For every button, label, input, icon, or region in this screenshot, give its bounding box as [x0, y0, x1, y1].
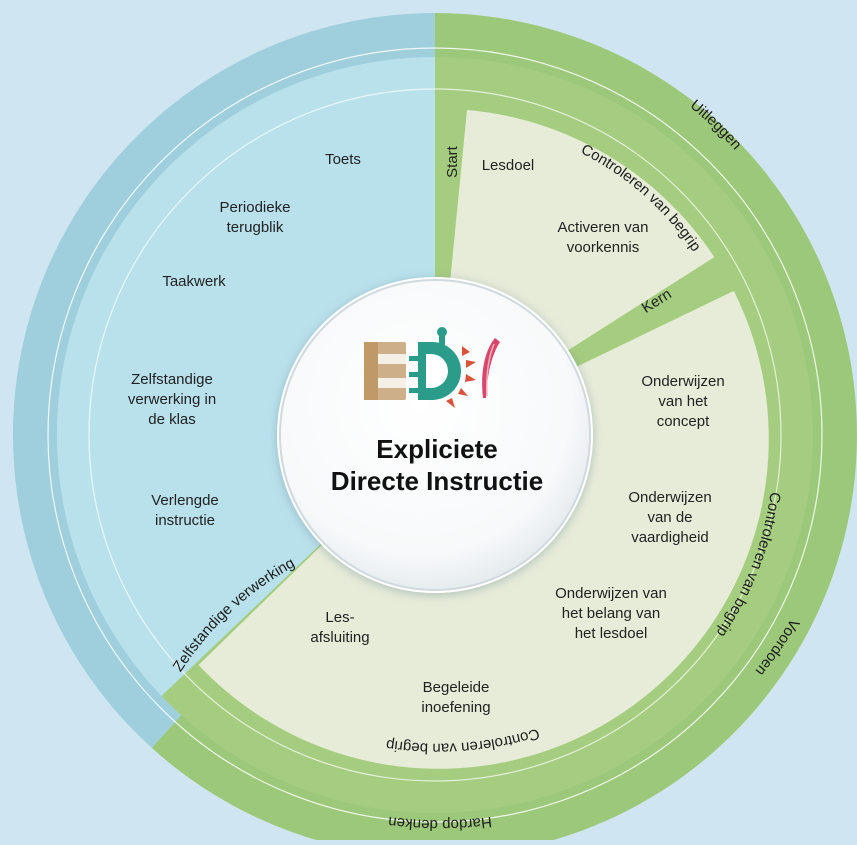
label-concept-1: Onderwijzen: [641, 373, 724, 390]
logo-letter-e: [364, 342, 406, 400]
label-activeren-2: voorkennis: [567, 239, 640, 256]
label-periodieke-1: Periodieke: [220, 199, 291, 216]
separator-circle-outer: [47, 47, 823, 823]
label-lesafsluiting-1: Les-: [325, 609, 354, 626]
label-concept-3: concept: [657, 413, 710, 430]
label-periodieke-2: terugblik: [227, 219, 284, 236]
center-circle: [279, 279, 591, 591]
label-begeleide-2: inoefening: [421, 699, 490, 716]
label-toets: Toets: [325, 151, 361, 168]
label-concept-2: van het: [658, 393, 708, 410]
label-belang-1: Onderwijzen van: [555, 585, 667, 602]
label-lesdoel: Lesdoel: [482, 157, 535, 174]
label-verlengde-2: instructie: [155, 512, 215, 529]
label-zelfstandige-3: de klas: [148, 411, 196, 428]
label-zelfstandige-1: Zelfstandige: [131, 371, 213, 388]
label-belang-3: het lesdoel: [575, 625, 648, 642]
logo-letter-d: [409, 327, 461, 400]
title-line-1: Expliciete: [376, 434, 497, 464]
label-zelfstandige-2: verwerking in: [128, 391, 216, 408]
label-start: Start: [444, 145, 461, 178]
title-line-2: Directe Instructie: [331, 466, 543, 496]
label-lesafsluiting-2: afsluiting: [310, 629, 369, 646]
label-begeleide-1: Begeleide: [423, 679, 490, 696]
logo-feather-line: [486, 343, 495, 397]
label-vaardigheid-3: vaardigheid: [631, 529, 709, 546]
blue-inner-region: [56, 56, 435, 696]
label-vaardigheid-1: Onderwijzen: [628, 489, 711, 506]
label-hardop: Hardop denken: [387, 813, 492, 833]
label-verlengde-1: Verlengde: [151, 492, 219, 509]
label-vaardigheid-2: van de: [647, 509, 692, 526]
logo-sun-rays: [446, 346, 476, 408]
hardop-text: Hardop denken: [387, 813, 492, 833]
separator-circle-inner: [88, 88, 782, 782]
label-activeren-1: Activeren van: [558, 219, 649, 236]
label-belang-2: het belang van: [562, 605, 660, 622]
label-taakwerk: Taakwerk: [162, 273, 226, 290]
edi-logo: [364, 327, 500, 408]
